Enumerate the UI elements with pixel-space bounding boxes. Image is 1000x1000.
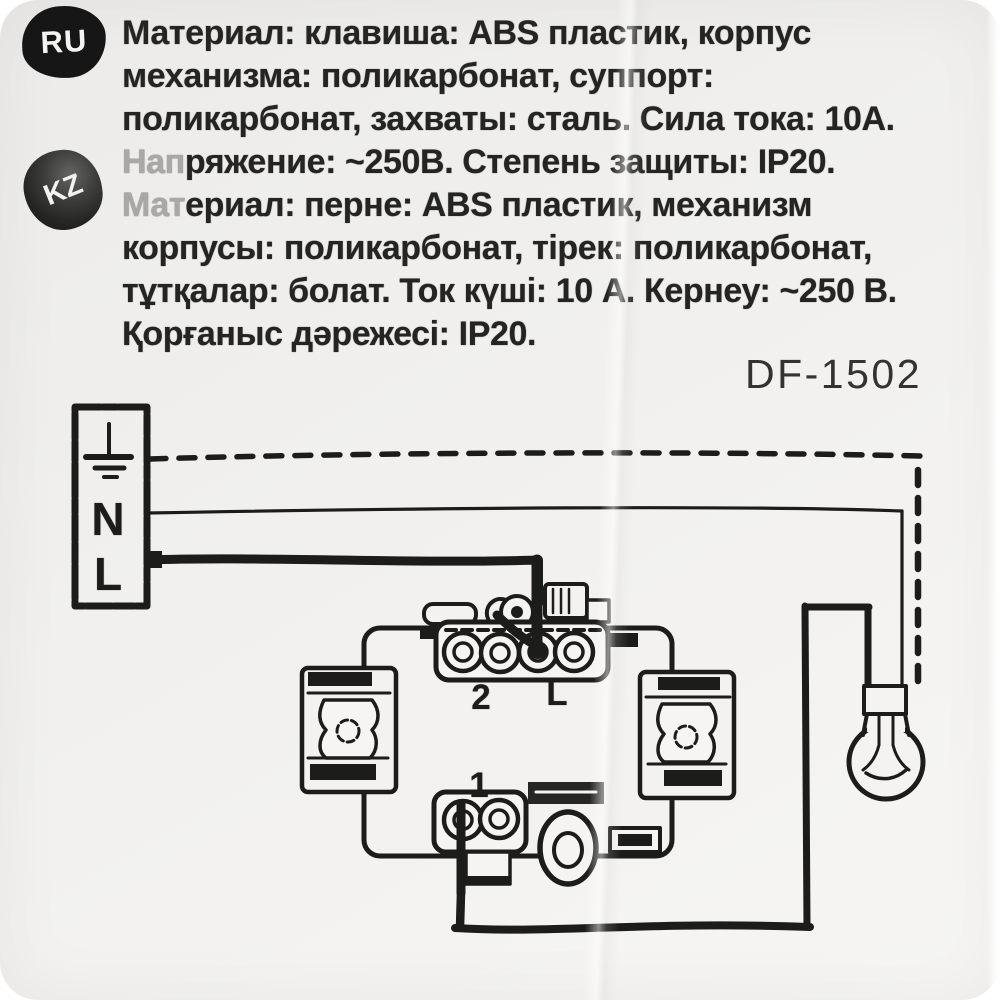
model-number: DF-1502 <box>744 351 922 397</box>
spec-line: корпусы: поликарбонат, тірек: поликарбон… <box>122 229 873 267</box>
line-wire <box>143 551 543 609</box>
spec-line: Материал: клавиша: ABS пластик, корпус <box>122 14 811 52</box>
photo-right-edge <box>986 0 1000 1000</box>
spec-line: Қорғаныс дәрежесі: IP20. <box>122 315 537 353</box>
right-mounting-claw <box>637 669 737 801</box>
spec-line: поликарбонат, захваты: сталь. Сила тока:… <box>122 100 895 138</box>
wire-into-terminal-l <box>492 554 547 659</box>
spec-line: Напряжение: ~250В. Степень защиты: IP20. <box>122 143 836 181</box>
spec-line: Материал: перне: ABS пластик, механизм <box>122 186 813 224</box>
terminal-label-2: 2 <box>471 678 491 717</box>
left-mounting-claw <box>299 665 399 795</box>
switch-mechanism-drawing <box>299 554 737 898</box>
neutral-wire <box>146 506 904 690</box>
top-terminal-block <box>433 619 611 683</box>
terminal-label-l: L <box>546 674 568 713</box>
earth-ground-icon <box>83 422 134 479</box>
ground-wire-dashed <box>147 450 924 696</box>
lamp-bulb-icon <box>846 684 926 802</box>
supply-box <box>71 403 151 610</box>
supply-label-neutral: N <box>91 493 125 545</box>
terminal-label-1: 1 <box>469 766 489 805</box>
wire-out-of-terminal-1 <box>456 799 466 898</box>
spec-line: тұтқалар: болат. Ток күші: 10 А. Кернеу:… <box>122 272 897 310</box>
supply-label-line: L <box>93 548 123 600</box>
lamp-filament-stem <box>861 712 911 781</box>
cable-clamp <box>528 782 662 887</box>
